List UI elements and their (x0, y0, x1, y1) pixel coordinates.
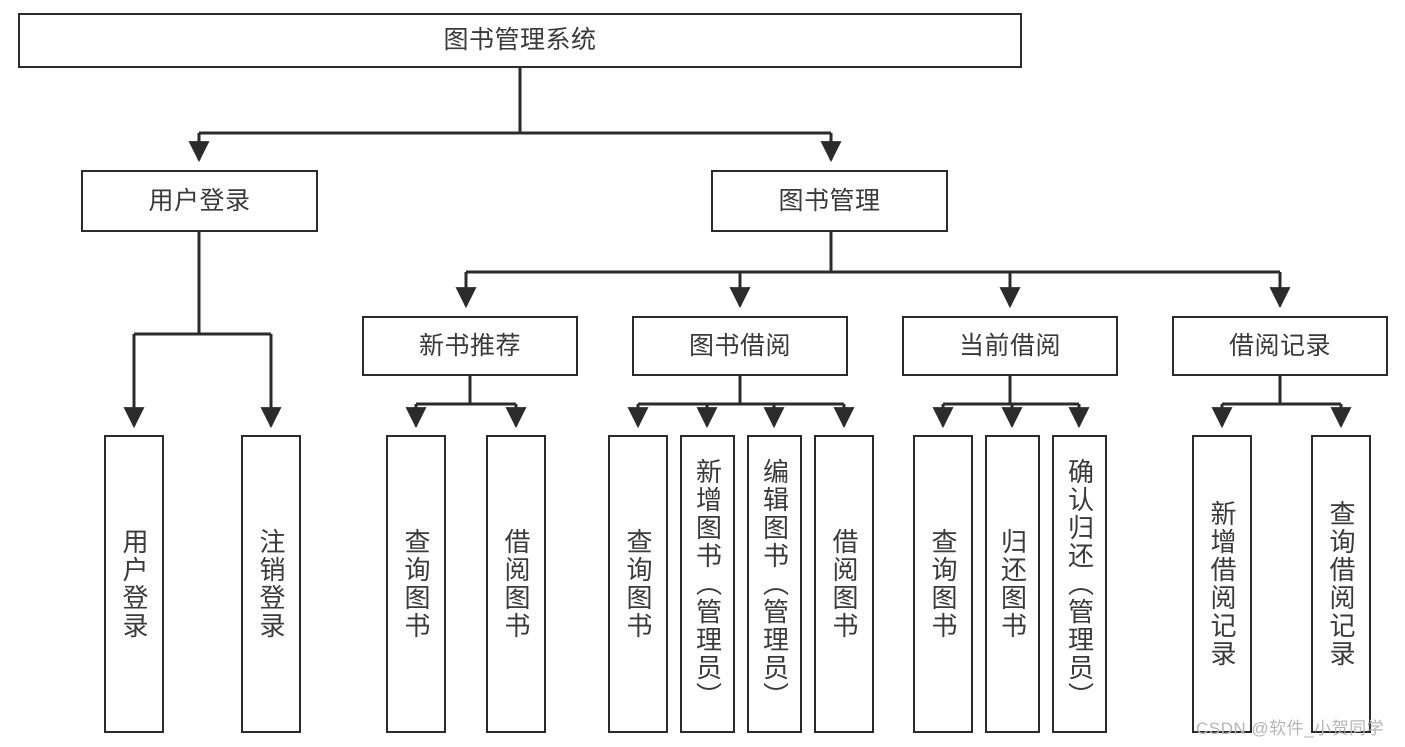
leaf-borrow-book[interactable]: 借阅图书 (814, 435, 874, 733)
node-book-management-label: 图书管理 (778, 186, 881, 215)
leaf-user-login[interactable]: 用户登录 (104, 435, 164, 733)
leaf-borrow-book-newbook-label: 借阅图书 (501, 528, 531, 640)
watermark: CSDN @软件_小贺同学 (1196, 719, 1385, 738)
node-current-borrow-label: 当前借阅 (958, 331, 1061, 360)
node-borrow-record[interactable]: 借阅记录 (1172, 316, 1388, 376)
node-root[interactable]: 图书管理系统 (18, 13, 1022, 68)
leaf-borrow-book-newbook[interactable]: 借阅图书 (486, 435, 546, 733)
leaf-query-borrow-record-label: 查询借阅记录 (1326, 500, 1356, 668)
leaf-add-book-admin[interactable]: 新增图书（管理员） (680, 435, 735, 733)
leaf-add-book-admin-label: 新增图书（管理员） (692, 458, 723, 710)
leaf-confirm-return-admin-label: 确认归还（管理员） (1064, 458, 1095, 710)
node-book-management[interactable]: 图书管理 (711, 170, 948, 232)
node-book-borrow-label: 图书借阅 (688, 331, 791, 360)
leaf-user-login-label: 用户登录 (119, 528, 149, 640)
leaf-edit-book-admin-label: 编辑图书（管理员） (759, 458, 790, 710)
leaf-query-book-newbook-label: 查询图书 (401, 528, 431, 640)
node-new-book-recommend[interactable]: 新书推荐 (362, 316, 578, 376)
leaf-query-borrow-record[interactable]: 查询借阅记录 (1311, 435, 1371, 733)
leaf-return-book-label: 归还图书 (997, 528, 1028, 640)
leaf-borrow-book-label: 借阅图书 (829, 528, 859, 640)
leaf-query-book-borrow-label: 查询图书 (623, 528, 653, 640)
node-book-borrow[interactable]: 图书借阅 (632, 316, 848, 376)
leaf-return-book[interactable]: 归还图书 (985, 435, 1040, 733)
node-new-book-recommend-label: 新书推荐 (418, 331, 521, 360)
leaf-logout[interactable]: 注销登录 (241, 435, 301, 733)
node-user-login-label: 用户登录 (148, 186, 251, 215)
leaf-query-book-current[interactable]: 查询图书 (913, 435, 973, 733)
node-borrow-record-label: 借阅记录 (1228, 331, 1331, 360)
node-user-login[interactable]: 用户登录 (81, 170, 318, 232)
leaf-query-book-borrow[interactable]: 查询图书 (608, 435, 668, 733)
node-root-label: 图书管理系统 (443, 26, 597, 55)
leaf-logout-label: 注销登录 (256, 528, 286, 640)
leaf-confirm-return-admin[interactable]: 确认归还（管理员） (1052, 435, 1107, 733)
leaf-add-borrow-record[interactable]: 新增借阅记录 (1192, 435, 1252, 733)
leaf-edit-book-admin[interactable]: 编辑图书（管理员） (747, 435, 802, 733)
node-current-borrow[interactable]: 当前借阅 (902, 316, 1118, 376)
leaf-query-book-current-label: 查询图书 (928, 528, 958, 640)
leaf-query-book-newbook[interactable]: 查询图书 (386, 435, 446, 733)
leaf-add-borrow-record-label: 新增借阅记录 (1207, 500, 1237, 668)
